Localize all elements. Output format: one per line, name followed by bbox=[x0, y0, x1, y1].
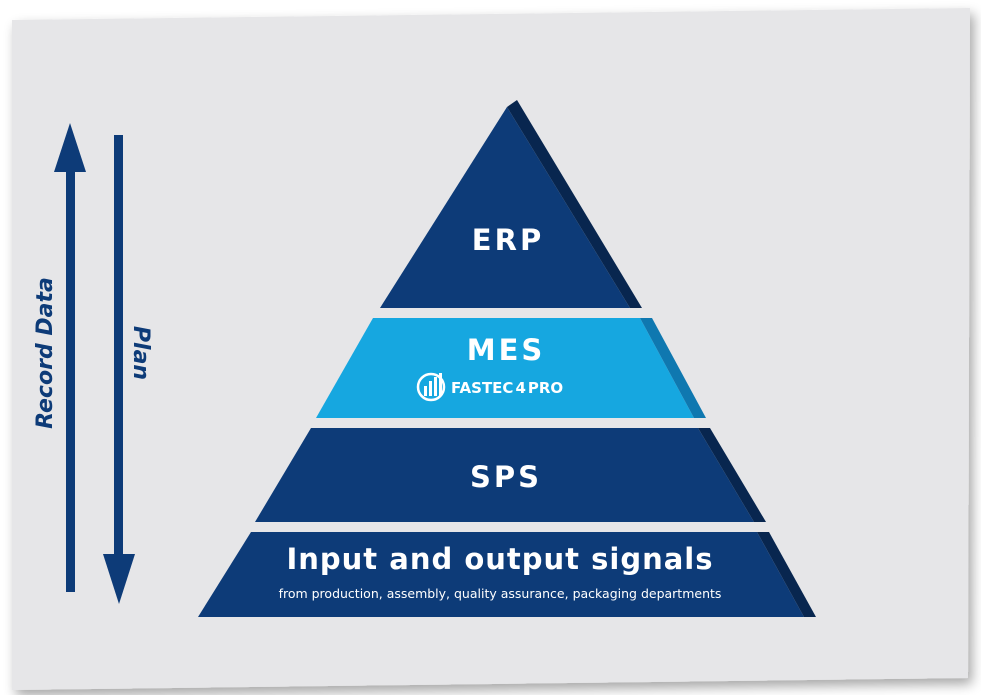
tier-mes-title: MES bbox=[467, 333, 546, 367]
record-data-label: Record Data bbox=[33, 277, 58, 429]
tier-io-signals: Input and output signals from production… bbox=[198, 532, 816, 617]
record-data-arrow bbox=[54, 123, 86, 592]
tier-erp: ERP bbox=[380, 100, 642, 308]
tier-sps: SPS bbox=[255, 428, 766, 522]
tier-io-subtitle: from production, assembly, quality assur… bbox=[279, 586, 722, 601]
plan-label: Plan bbox=[128, 326, 153, 380]
fastec-logo-icon bbox=[416, 372, 446, 402]
tier-erp-title: ERP bbox=[472, 223, 544, 257]
tier-sps-title: SPS bbox=[470, 460, 542, 494]
tier-io-title: Input and output signals bbox=[286, 542, 713, 576]
plan-arrow bbox=[103, 135, 135, 604]
